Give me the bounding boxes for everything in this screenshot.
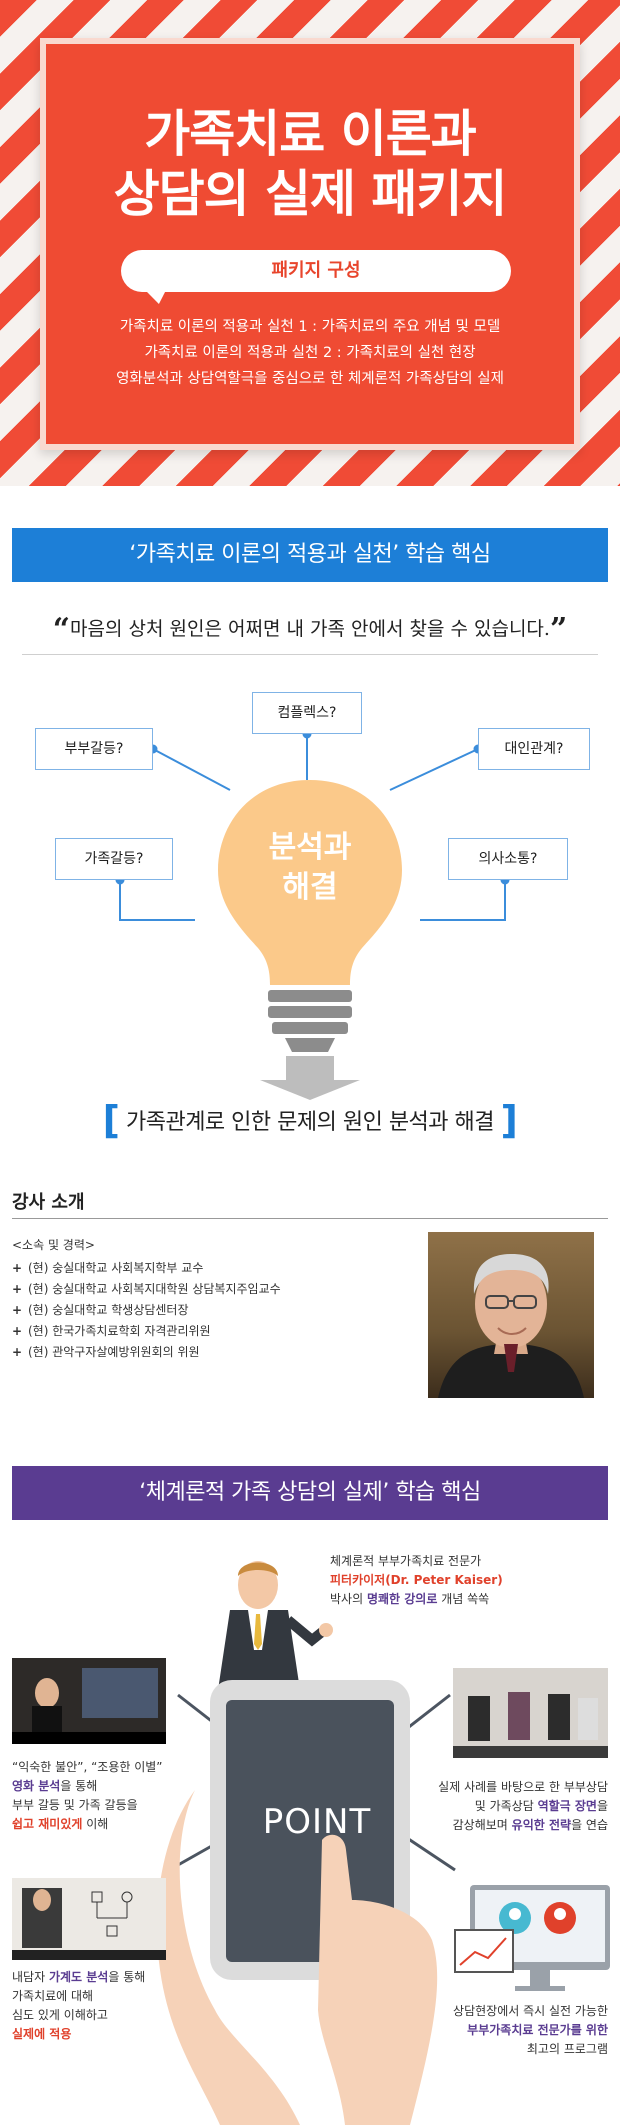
bulb-label-line2: 해결	[282, 870, 338, 905]
quote-divider	[22, 654, 598, 655]
point-section: 체계론적 부부가족치료 전문가 피터카이저(Dr. Peter Kaiser) …	[0, 1540, 620, 2125]
hero-section: 가족치료 이론과 상담의 실제 패키지 패키지 구성 가족치료 이론의 적용과 …	[0, 0, 620, 486]
right-hand-icon	[318, 1834, 438, 2125]
problem-diagram: 부부갈등? 컴플렉스? 대인관계? 가족갈등? 의사소통? 분석과 해결	[0, 680, 620, 1100]
point-label: POINT	[262, 1802, 372, 1842]
quote-open-mark: “	[52, 612, 71, 647]
question-box-1: 부부갈등?	[35, 728, 153, 770]
point-2-text: “익숙한 불안”, “조용한 이별” 영화 분석을 통해 부부 갈등 및 가족 …	[12, 1760, 163, 1831]
instructor-photo	[428, 1232, 594, 1398]
genogram-thumbnail	[12, 1878, 166, 1960]
result-statement: [ 가족관계로 인한 문제의 원인 분석과 해결 ]	[0, 1100, 620, 1143]
career-item: +(현) 숭실대학교 사회복지대학원 상담복지주임교수	[12, 1282, 281, 1296]
package-item-2: 가족치료 이론의 적용과 실천 2 : 가족치료의 실천 현장	[144, 345, 476, 361]
bulb-label: 분석과 해결	[240, 828, 380, 908]
presenter-icon	[218, 1561, 333, 1690]
portrait-image	[438, 1254, 584, 1398]
hero-title-line1: 가족치료 이론과	[144, 105, 476, 163]
connector-5	[420, 880, 506, 921]
section1-banner: ‘가족치료 이론의 적용과 실천’ 학습 핵심	[12, 528, 608, 582]
arrow-down-icon	[260, 1056, 360, 1100]
left-hand-icon	[156, 1790, 300, 2125]
hero-panel: 가족치료 이론과 상담의 실제 패키지 패키지 구성 가족치료 이론의 적용과 …	[40, 38, 580, 450]
quote-text: 마음의 상처 원인은 어쩌면 내 가족 안에서 찾을 수 있습니다.	[70, 618, 550, 640]
question-box-2: 컴플렉스?	[252, 692, 362, 734]
career-item: +(현) 숭실대학교 사회복지학부 교수	[12, 1261, 204, 1275]
instructor-subtitle: <소속 및 경력>	[12, 1238, 95, 1252]
bulb-label-line1: 분석과	[268, 830, 352, 865]
point-1-text: 체계론적 부부가족치료 전문가 피터카이저(Dr. Peter Kaiser) …	[330, 1554, 503, 1606]
career-item: +(현) 한국가족치료학회 자격관리위원	[12, 1324, 211, 1338]
connector-3	[389, 748, 479, 791]
package-item-1: 가족치료 이론의 적용과 실천 1 : 가족치료의 주요 개념 및 모델	[119, 319, 501, 335]
question-box-4: 가족갈등?	[55, 838, 173, 880]
bracket-left: [	[102, 1098, 120, 1142]
package-item-3: 영화분석과 상담역할극을 중심으로 한 체계론적 가족상담의 실제	[116, 371, 504, 387]
package-pill: 패키지 구성	[121, 250, 511, 292]
diagram-lines	[115, 729, 510, 1100]
lightbulb-icon	[218, 780, 402, 1052]
career-item: +(현) 관악구자살예방위원회의 위원	[12, 1345, 200, 1359]
career-list: +(현) 숭실대학교 사회복지학부 교수 +(현) 숭실대학교 사회복지대학원 …	[12, 1258, 281, 1363]
quote: “마음의 상처 원인은 어쩌면 내 가족 안에서 찾을 수 있습니다.”	[0, 612, 620, 647]
question-box-3: 대인관계?	[478, 728, 590, 770]
result-text: 가족관계로 인한 문제의 원인 분석과 해결	[125, 1110, 495, 1135]
instructor-title: 강사 소개	[12, 1192, 85, 1213]
career-item: +(현) 숭실대학교 학생상담센터장	[12, 1303, 189, 1317]
point-5-text: 상담현장에서 즉시 실전 가능한 부부가족치료 전문가를 위한 최고의 프로그램	[453, 2004, 608, 2056]
tablet-screen	[226, 1700, 394, 1962]
roleplay-thumbnail	[453, 1668, 608, 1758]
instructor-divider	[12, 1218, 608, 1219]
monitor-icon	[454, 1885, 610, 1991]
bracket-right: ]	[500, 1098, 518, 1142]
point-3-text: 실제 사례를 바탕으로 한 부부상담 및 가족상담 역할극 장면을 감상해보며 …	[438, 1780, 608, 1832]
connector-1	[152, 748, 231, 791]
question-box-5: 의사소통?	[448, 838, 568, 880]
movie-thumbnail	[12, 1658, 166, 1744]
quote-close-mark: ”	[549, 612, 568, 647]
connector-4	[119, 880, 195, 921]
point-4-text: 내담자 가계도 분석을 통해 가족치료에 대해 심도 있게 이해하고 실제에 적…	[12, 1970, 146, 2041]
hero-title-line2: 상담의 실제 패키지	[113, 165, 508, 223]
point-illustration	[156, 1561, 610, 2125]
section2-banner: ‘체계론적 가족 상담의 실제’ 학습 핵심	[12, 1466, 608, 1520]
